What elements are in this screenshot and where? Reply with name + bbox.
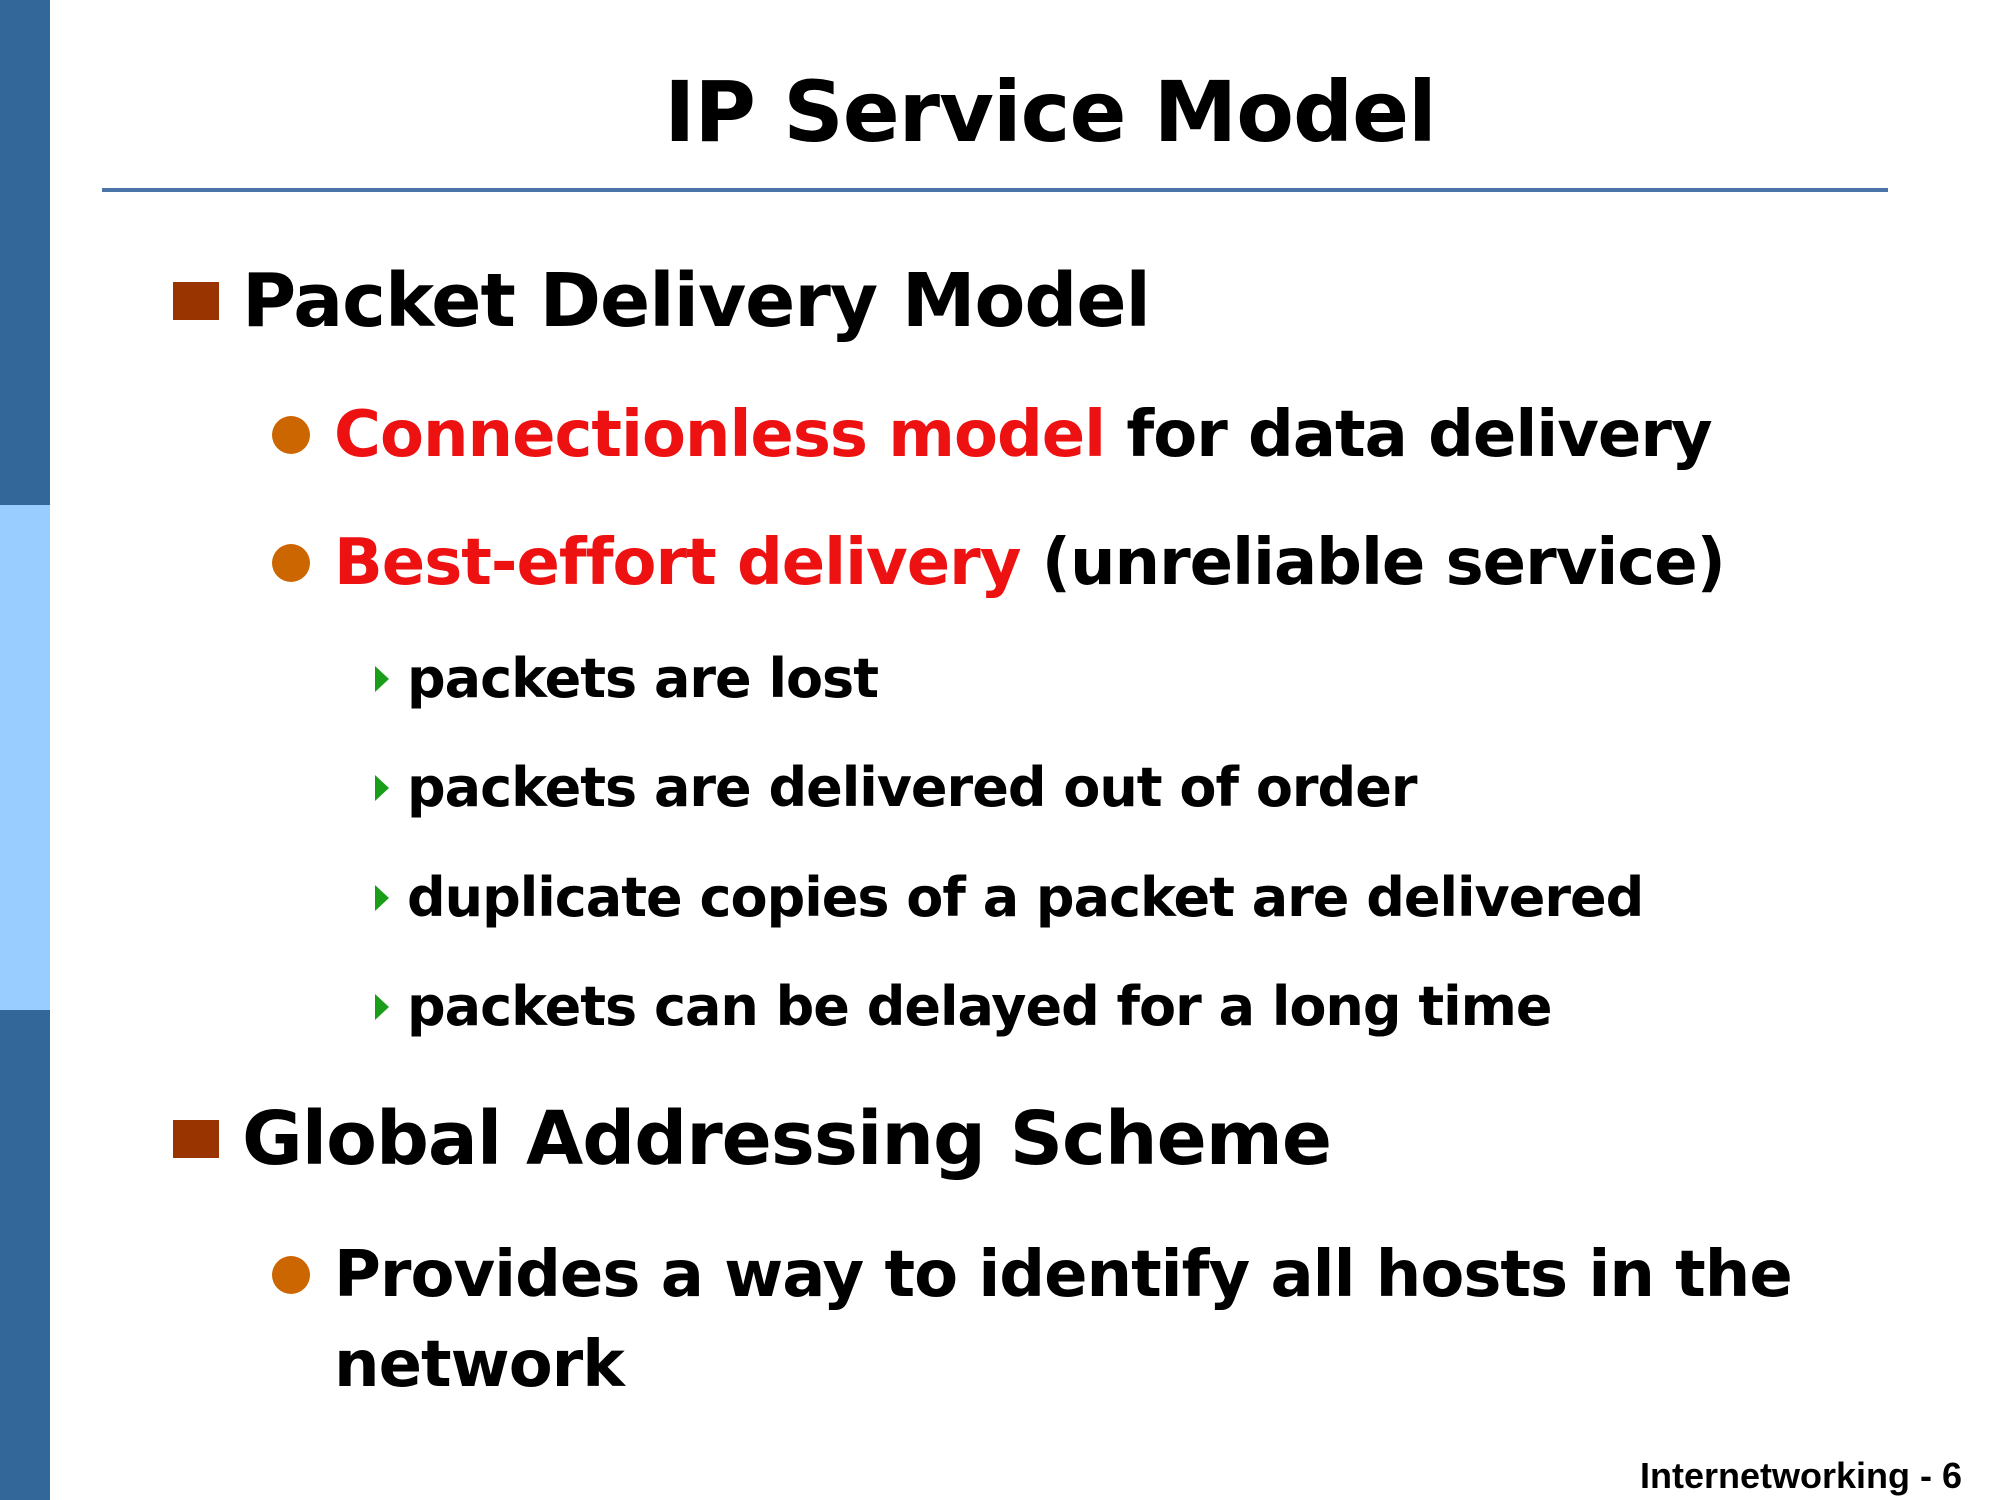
bullet-text: Provides a way to identify all hosts in …: [334, 1238, 1793, 1312]
triangle-bullet-icon: [375, 884, 389, 911]
sub-bullet-delayed: packets can be delayed for a long time: [375, 975, 1553, 1038]
bullet-identify-hosts: Provides a way to identify all hosts in …: [272, 1238, 1793, 1312]
triangle-bullet-icon: [375, 993, 389, 1020]
slide-title: IP Service Model: [664, 63, 1437, 161]
square-bullet-icon: [173, 1120, 219, 1158]
square-bullet-icon: [173, 282, 219, 320]
section-global-addressing-scheme: Global Addressing Scheme: [173, 1096, 1332, 1182]
dot-bullet-icon: [272, 1256, 310, 1294]
triangle-bullet-icon: [375, 665, 389, 692]
highlighted-term: Best-effort delivery: [334, 526, 1021, 600]
section-heading: Global Addressing Scheme: [242, 1096, 1332, 1182]
section-packet-delivery-model: Packet Delivery Model: [173, 258, 1151, 344]
sub-bullet-text: packets can be delayed for a long time: [407, 975, 1553, 1038]
dot-bullet-icon: [272, 416, 310, 454]
bullet-text: Connectionless model for data delivery: [334, 398, 1713, 472]
bullet-continuation: network: [334, 1328, 625, 1402]
bullet-connectionless: Connectionless model for data delivery: [272, 398, 1713, 472]
slide-footer: Internetworking - 6: [1639, 1455, 1962, 1496]
title-divider: [102, 188, 1888, 192]
highlighted-term: Connectionless model: [334, 398, 1106, 472]
section-heading: Packet Delivery Model: [242, 258, 1151, 344]
sub-bullet-packets-lost: packets are lost: [375, 647, 879, 710]
sub-bullet-text: duplicate copies of a packet are deliver…: [407, 866, 1644, 929]
bullet-rest: for data delivery: [1105, 398, 1712, 472]
bullet-rest: (unreliable service): [1020, 526, 1726, 600]
sub-bullet-text: packets are lost: [407, 647, 879, 710]
sub-bullet-duplicates: duplicate copies of a packet are deliver…: [375, 866, 1644, 929]
sidebar-stripe-top: [0, 0, 50, 505]
sub-bullet-text: packets are delivered out of order: [407, 756, 1417, 819]
dot-bullet-icon: [272, 544, 310, 582]
triangle-bullet-icon: [375, 774, 389, 801]
bullet-best-effort: Best-effort delivery (unreliable service…: [272, 526, 1726, 600]
sub-bullet-out-of-order: packets are delivered out of order: [375, 756, 1417, 819]
bullet-text: Best-effort delivery (unreliable service…: [334, 526, 1726, 600]
sidebar-stripe-bottom: [0, 1010, 50, 1500]
sidebar-stripe-middle: [0, 505, 50, 1010]
